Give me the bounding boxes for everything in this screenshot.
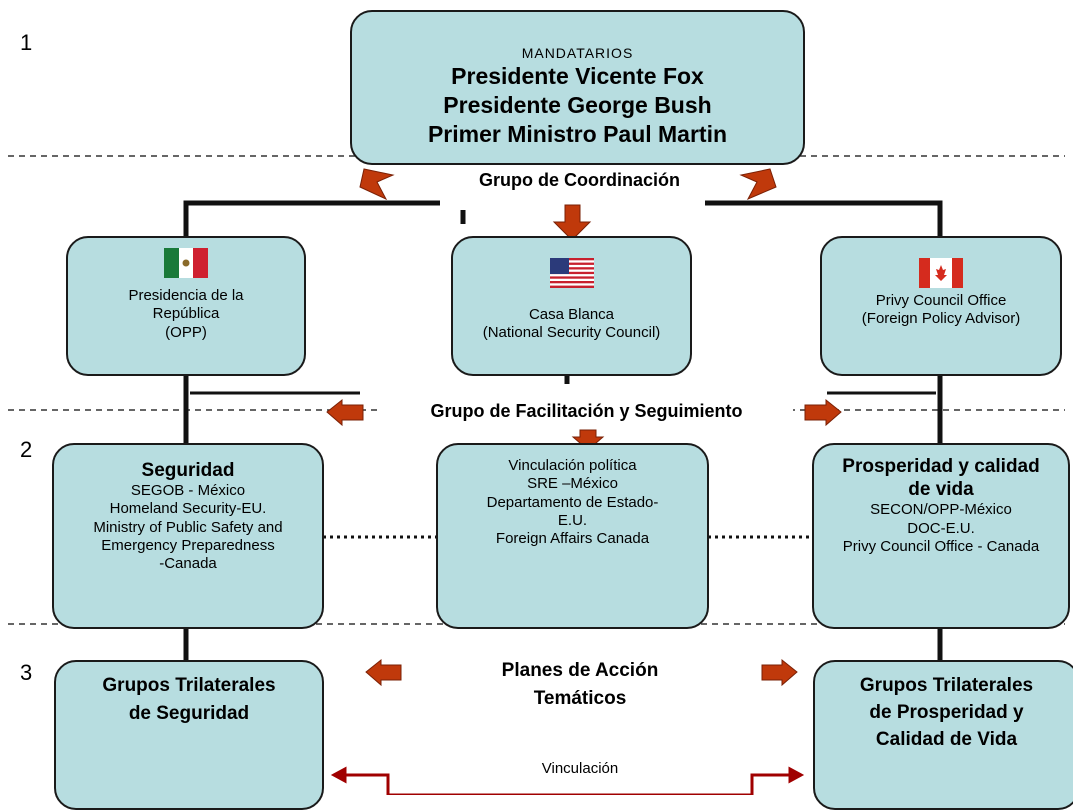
agenda-line: SEGOB - México	[130, 482, 246, 500]
trilateral-line: Calidad de Vida	[875, 729, 1018, 750]
agenda-line: Ministry of Public Safety and	[93, 518, 283, 536]
agency-box-mexico: Presidencia de la República (OPP)	[66, 236, 306, 376]
connector-coord-left	[183, 200, 440, 242]
level-number-3: 3	[20, 660, 33, 685]
leader-name: Presidente George Bush	[443, 92, 712, 119]
agenda-line: -Canada	[159, 555, 217, 573]
arrow-coord-left	[359, 168, 395, 201]
agenda-line: Departamento de Estado-	[486, 493, 659, 511]
arrow-facil-left	[326, 398, 364, 427]
agenda-title: Seguridad	[141, 460, 235, 481]
vinculacion-link	[330, 766, 805, 795]
agenda-box-politics: Vinculación política SRE –México Departa…	[436, 443, 709, 629]
canada-flag-icon	[919, 258, 963, 288]
trilateral-prosperity-box: Grupos Trilaterales de Prosperidad y Cal…	[813, 660, 1073, 810]
arrow-plans-left	[365, 658, 402, 687]
agency-line: (National Security Council)	[482, 324, 661, 342]
level-number-2: 2	[20, 437, 33, 462]
trilateral-line: Grupos Trilaterales	[859, 675, 1034, 696]
trilateral-line: de Seguridad	[128, 703, 250, 724]
agency-line: (Foreign Policy Advisor)	[861, 310, 1021, 328]
trilateral-security-box: Grupos Trilaterales de Seguridad	[54, 660, 324, 810]
agenda-line: SECON/OPP-México	[870, 501, 1012, 519]
arrow-coord-right	[739, 168, 777, 201]
leader-name: Primer Ministro Paul Martin	[427, 121, 728, 148]
level-number-1: 1	[20, 30, 33, 55]
agenda-box-security: Seguridad SEGOB - México Homeland Securi…	[52, 443, 324, 629]
action-plans-line: Planes de Acción	[501, 660, 659, 681]
coordination-group-label: Grupo de Coordinación	[442, 170, 717, 191]
agenda-title: Prosperidad y calidad de vida	[842, 456, 1040, 501]
agenda-line: Vinculación política	[508, 457, 637, 474]
agenda-line: E.U.	[557, 511, 588, 529]
agency-box-usa: Casa Blanca (National Security Council)	[451, 236, 692, 376]
agenda-line: Emergency Preparedness	[101, 537, 275, 555]
agenda-line: Foreign Affairs Canada	[495, 530, 650, 548]
connector-coord-right	[705, 200, 943, 242]
agency-line: (OPP)	[165, 323, 207, 341]
agency-line: Presidencia de la	[128, 287, 244, 304]
agenda-line: Homeland Security-EU.	[109, 500, 267, 518]
arrow-coord-down	[552, 204, 592, 241]
vinculacion-arrow-left	[330, 766, 347, 784]
leaders-heading: MANDATARIOS	[521, 45, 634, 61]
action-plans-line: Temáticos	[533, 688, 627, 709]
agency-line: Casa Blanca	[528, 306, 615, 323]
leaders-box: MANDATARIOS Presidente Vicente Fox Presi…	[350, 10, 805, 165]
agency-box-canada: Privy Council Office (Foreign Policy Adv…	[820, 236, 1062, 376]
agency-line: Privy Council Office	[875, 292, 1007, 309]
agenda-line: Privy Council Office - Canada	[842, 537, 1040, 555]
agenda-line: SRE –México	[527, 475, 618, 493]
agency-line: República	[152, 305, 220, 323]
arrow-facil-right	[804, 398, 842, 427]
leader-name: Presidente Vicente Fox	[451, 63, 704, 90]
facilitation-group-label: Grupo de Facilitación y Seguimiento	[380, 401, 793, 422]
trilateral-line: Grupos Trilaterales	[102, 675, 276, 696]
arrow-plans-right	[761, 658, 798, 687]
usa-flag-icon	[549, 258, 594, 288]
trilateral-line: de Prosperidad y	[869, 702, 1024, 723]
agenda-line: DOC-E.U.	[907, 519, 975, 537]
vinculacion-arrow-right	[788, 766, 805, 784]
mexico-flag-icon	[164, 248, 208, 278]
agenda-box-prosperity: Prosperidad y calidad de vida SECON/OPP-…	[812, 443, 1070, 629]
action-plans-label: Planes de Acción Temáticos	[440, 657, 720, 713]
vinculacion-label: Vinculación	[541, 760, 619, 777]
